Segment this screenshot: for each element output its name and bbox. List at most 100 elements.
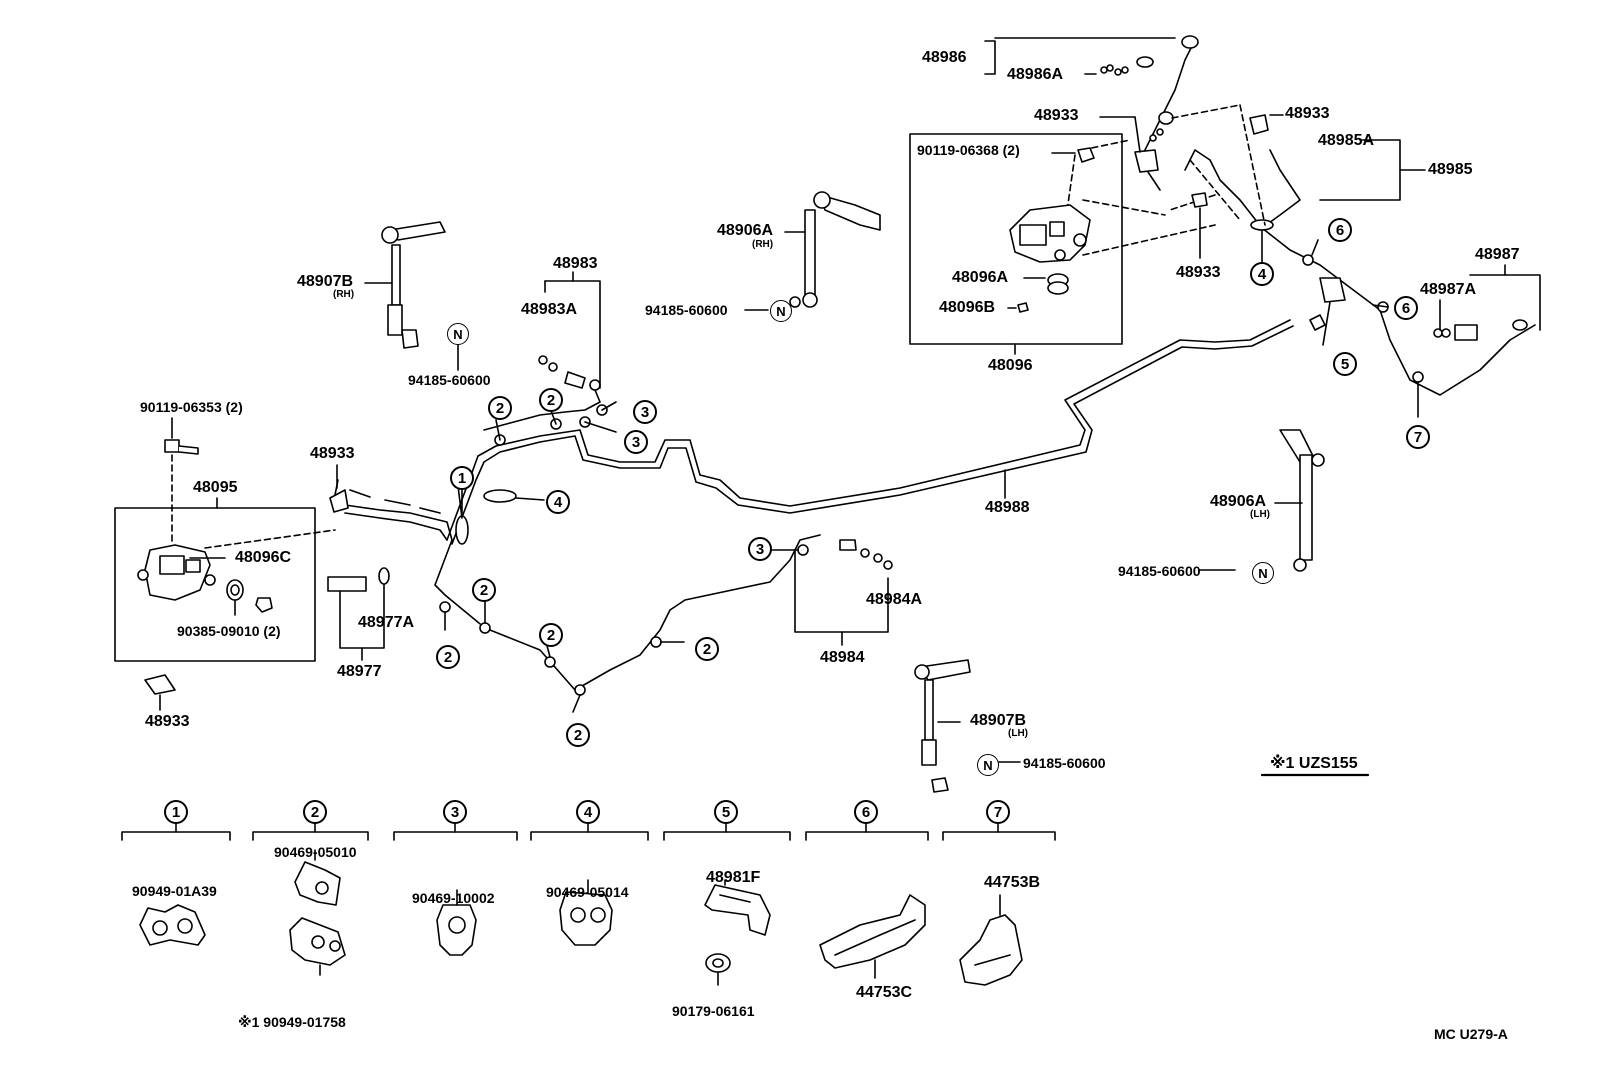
label-90385-09010: 90385-09010 (2) <box>177 623 281 639</box>
label-44753C: 44753C <box>856 984 913 1001</box>
leader-lines <box>159 37 1541 777</box>
callout-7-diagram: 7 <box>1406 425 1430 449</box>
box-48096 <box>909 133 1123 345</box>
bolt-90119-06353 <box>164 439 199 455</box>
clip-48933-tr <box>1249 114 1269 135</box>
label-48906A-lh: 48906A <box>1210 493 1267 510</box>
bolt-48096B <box>1017 302 1029 313</box>
callout-4-right: 4 <box>1250 262 1274 286</box>
label-90949-01A39: 90949-01A39 <box>132 883 217 899</box>
legend-brackets <box>121 821 1056 841</box>
label-90469-10002: 90469-10002 <box>412 890 495 906</box>
label-48983A: 48983A <box>521 301 578 318</box>
bolt-90179-06161 <box>705 953 731 986</box>
clamp-90949-01758 <box>289 917 346 976</box>
bracket-clamp-5 <box>1309 277 1346 331</box>
clamp-4-right-oval <box>1250 219 1274 231</box>
clip-48933-top <box>1134 149 1159 173</box>
part-48977 <box>327 567 390 592</box>
callout-2-a: 2 <box>488 396 512 420</box>
label-90949-01758: ※1 90949-01758 <box>238 1014 346 1030</box>
label-48987A: 48987A <box>1420 281 1477 298</box>
label-48988: 48988 <box>985 499 1030 516</box>
fittings-48986 <box>1114 35 1199 142</box>
label-48906A-rh: 48906A <box>717 222 774 239</box>
fitting-48984A <box>839 539 893 570</box>
clamp-44753C <box>819 894 926 979</box>
label-48095: 48095 <box>193 479 238 496</box>
clamp-90469-05010 <box>294 849 341 906</box>
callout-2-b: 2 <box>539 388 563 412</box>
callout-2-e: 2 <box>539 623 563 647</box>
callout-2-f: 2 <box>566 723 590 747</box>
clamp-dots-right <box>1302 254 1424 383</box>
valve-48095 <box>137 544 216 601</box>
fitting-48987A <box>1433 319 1528 341</box>
pipe-right-rear <box>1184 149 1536 396</box>
label-48987: 48987 <box>1475 246 1520 263</box>
label-90469-05014: 90469-05014 <box>546 884 629 900</box>
pipe-lower-loop <box>434 534 821 691</box>
link-48906A-rh <box>789 191 881 308</box>
label-94185-d: 94185-60600 <box>1023 755 1106 771</box>
pipe-48988 <box>446 319 1294 545</box>
fitting-48983A <box>538 355 601 391</box>
callout-n-b: N <box>447 323 469 345</box>
legend-callout-1: 1 <box>164 800 188 824</box>
callout-6-a: 6 <box>1328 218 1352 242</box>
label-rh-1: (RH) <box>752 239 774 250</box>
clamp-44753B <box>959 894 1023 986</box>
label-48907B-lh: 48907B <box>970 712 1027 729</box>
legend-callout-7: 7 <box>986 800 1010 824</box>
pipe-left-front <box>344 489 453 541</box>
clip-48933-mid <box>1191 192 1208 208</box>
callout-6-b: 6 <box>1394 296 1418 320</box>
clip-48933-bottom <box>144 674 176 695</box>
fitting-48986A <box>1100 64 1114 74</box>
clamp-48981F <box>704 879 771 936</box>
callout-5: 5 <box>1333 352 1357 376</box>
grommet-48096A <box>1047 273 1069 295</box>
legend-callout-3: 3 <box>443 800 467 824</box>
callout-n-c: N <box>1252 562 1274 584</box>
callout-3-a: 3 <box>633 400 657 424</box>
link-48906A-lh <box>1279 429 1325 572</box>
label-48981F: 48981F <box>706 869 761 886</box>
label-48983: 48983 <box>553 255 598 272</box>
label-44753B: 44753B <box>984 874 1041 891</box>
label-90179-06161: 90179-06161 <box>672 1003 755 1019</box>
pipe-48983-branch <box>483 389 601 431</box>
label-48096A: 48096A <box>952 269 1009 286</box>
clamp-90469-05014 <box>559 879 613 946</box>
callout-3-b: 3 <box>624 430 648 454</box>
label-48933-left: 48933 <box>310 445 355 462</box>
valve-48096 <box>1009 204 1091 263</box>
label-48907B-rh: 48907B <box>297 273 354 290</box>
clamp-4-oval <box>483 489 517 503</box>
label-48096B: 48096B <box>939 299 996 316</box>
label-48984A: 48984A <box>866 591 923 608</box>
clamp-90949-01A39 <box>139 904 206 946</box>
legend-callout-4: 4 <box>576 800 600 824</box>
label-48933-tr: 48933 <box>1285 105 1330 122</box>
link-48907B-lh <box>914 659 971 793</box>
label-48977A: 48977A <box>358 614 415 631</box>
label-rh-2: (RH) <box>333 289 355 300</box>
label-48984: 48984 <box>820 649 865 666</box>
clamp-90469-10002 <box>436 889 477 956</box>
clamp-1-oval <box>455 515 469 545</box>
callout-n-d: N <box>977 754 999 776</box>
label-48096: 48096 <box>988 357 1033 374</box>
label-94185-c: 94185-60600 <box>1118 563 1201 579</box>
legend-callout-5: 5 <box>714 800 738 824</box>
nut-90385 <box>226 579 273 613</box>
label-48933-mid: 48933 <box>1176 264 1221 281</box>
callout-2-d: 2 <box>436 645 460 669</box>
label-48977: 48977 <box>337 663 382 680</box>
callout-4-diagram: 4 <box>546 490 570 514</box>
label-48986A: 48986A <box>1007 66 1064 83</box>
callout-2-g: 2 <box>695 637 719 661</box>
callout-n-a: N <box>770 300 792 322</box>
label-reference-code: MC U279-A <box>1434 1026 1508 1042</box>
callout-2-c: 2 <box>472 578 496 602</box>
